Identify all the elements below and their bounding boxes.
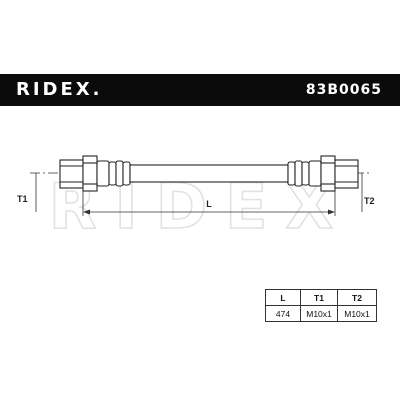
spec-header-t1: T1 — [300, 289, 338, 306]
length-arrow-left — [83, 209, 90, 215]
spec-table: L T1 T2 474 M10x1 M10x1 — [265, 289, 377, 322]
length-dimension — [82, 188, 336, 216]
right-ferrule-ring — [287, 161, 296, 186]
hose-body — [129, 164, 289, 183]
table-row: 474 M10x1 M10x1 — [265, 305, 377, 322]
left-ferrule-ring — [108, 161, 117, 186]
t2-label: T2 — [364, 196, 375, 206]
spec-header-l: L — [265, 289, 301, 306]
left-ferrule — [96, 160, 110, 187]
left-ferrule-ring — [115, 160, 124, 187]
right-ferrule — [308, 160, 322, 187]
right-nut — [334, 159, 359, 189]
spec-value-t1: M10x1 — [300, 305, 338, 322]
brand-logo: RIDEX. — [16, 79, 103, 100]
t1-label: T1 — [17, 194, 28, 204]
spec-value-t2: M10x1 — [337, 305, 377, 322]
right-fitting — [287, 155, 359, 192]
header-bar: RIDEX. 83B0065 — [0, 74, 400, 106]
right-hex — [320, 155, 336, 192]
length-arrow-right — [328, 209, 335, 215]
right-ferrule-ring — [301, 161, 310, 186]
left-fitting — [59, 155, 131, 192]
spec-table-header-row: L T1 T2 — [265, 289, 377, 306]
spec-value-l: 474 — [265, 305, 301, 322]
right-ferrule-ring — [294, 160, 303, 187]
left-ferrule-ring — [122, 161, 131, 186]
length-label: L — [206, 199, 212, 209]
part-number: 83B0065 — [305, 82, 382, 98]
left-nut — [59, 159, 84, 189]
spec-header-t2: T2 — [337, 289, 377, 306]
left-hex — [82, 155, 98, 192]
